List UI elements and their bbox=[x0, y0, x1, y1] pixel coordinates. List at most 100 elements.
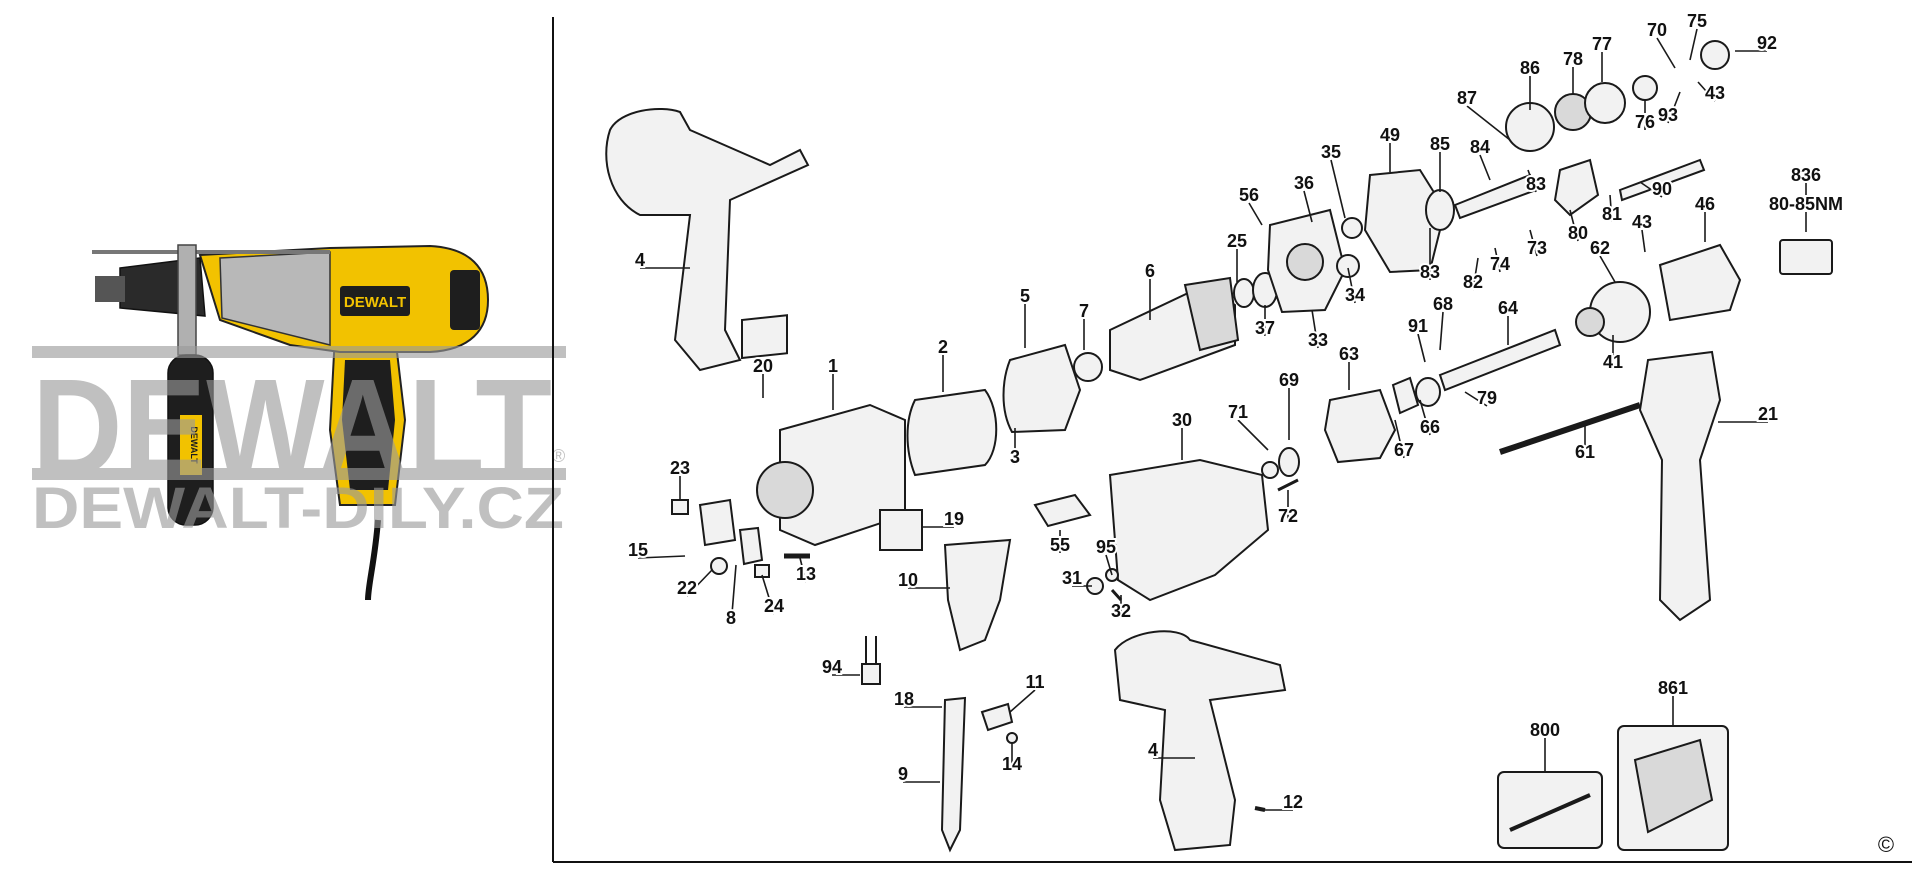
copyright-mark: © bbox=[1878, 832, 1894, 857]
part-number-p8085: 80-85NM bbox=[1769, 194, 1843, 214]
watermark-registered: ® bbox=[552, 446, 565, 466]
part-number-p69: 69 bbox=[1279, 370, 1299, 390]
part-number-p15: 15 bbox=[628, 540, 648, 560]
part-number-p20: 20 bbox=[753, 356, 773, 376]
part-number-p34: 34 bbox=[1345, 285, 1365, 305]
part-number-p32: 32 bbox=[1111, 601, 1131, 621]
watermark: DEWALT ® DEWALT-DILY.CZ bbox=[32, 346, 566, 541]
part-number-p70: 70 bbox=[1647, 20, 1667, 40]
part-number-p82: 82 bbox=[1463, 272, 1483, 292]
part-number-p91: 91 bbox=[1408, 316, 1428, 336]
part-number-p83b: 83 bbox=[1526, 174, 1546, 194]
part-number-p5: 5 bbox=[1020, 286, 1030, 306]
part-number-p94: 94 bbox=[822, 657, 842, 677]
part-number-p95: 95 bbox=[1096, 537, 1116, 557]
callout-leader-p35 bbox=[1330, 159, 1346, 219]
part-number-p56: 56 bbox=[1239, 185, 1259, 205]
callout-leader-p93 bbox=[1667, 91, 1681, 124]
callout-leader-p71 bbox=[1237, 419, 1269, 451]
part-number-p85: 85 bbox=[1430, 134, 1450, 154]
callout-leader-p80 bbox=[1569, 209, 1579, 242]
callout-leader-p24 bbox=[761, 574, 775, 615]
part-number-p79: 79 bbox=[1477, 388, 1497, 408]
part-number-p11: 11 bbox=[1025, 672, 1044, 692]
callout-leader-p75 bbox=[1689, 28, 1698, 61]
part-number-p78: 78 bbox=[1563, 49, 1583, 69]
callout-leader-p34 bbox=[1347, 267, 1356, 304]
handle-badge: DEWALT bbox=[189, 426, 199, 464]
callout-leader-p8 bbox=[730, 564, 737, 627]
part-number-p35: 35 bbox=[1321, 142, 1341, 162]
callout-leader-p87 bbox=[1466, 105, 1511, 141]
part-number-p84: 84 bbox=[1470, 137, 1490, 157]
parts-artwork bbox=[605, 40, 1833, 853]
part-number-p67: 67 bbox=[1394, 440, 1414, 460]
callout-leader-p81 bbox=[1609, 194, 1613, 223]
drill-badge: DEWALT bbox=[344, 294, 406, 311]
part-number-p23: 23 bbox=[670, 458, 690, 478]
part-number-p66: 66 bbox=[1420, 417, 1440, 437]
part-number-p81: 81 bbox=[1602, 204, 1622, 224]
part-number-p18: 18 bbox=[894, 689, 914, 709]
part-number-p10: 10 bbox=[898, 570, 918, 590]
callout-leader-p33 bbox=[1311, 309, 1319, 349]
callout-leader-p84 bbox=[1479, 154, 1491, 181]
part-number-p7: 7 bbox=[1079, 301, 1089, 321]
callout-leader-p56 bbox=[1248, 202, 1263, 226]
part-number-p25: 25 bbox=[1227, 231, 1247, 251]
callout-leader-p66 bbox=[1419, 399, 1431, 436]
callout-leader-p83b bbox=[1527, 169, 1537, 193]
part-number-p72: 72 bbox=[1278, 506, 1298, 526]
part-number-p76: 76 bbox=[1635, 112, 1655, 132]
part-number-p836: 836 bbox=[1791, 165, 1821, 185]
part-number-p71: 71 bbox=[1228, 402, 1248, 422]
callout-leader-p74 bbox=[1494, 247, 1501, 273]
part-number-p2: 2 bbox=[938, 337, 948, 357]
part-number-p36: 36 bbox=[1294, 173, 1314, 193]
part-number-p24: 24 bbox=[764, 596, 784, 616]
part-number-p77: 77 bbox=[1592, 34, 1612, 54]
part-number-p4b: 4 bbox=[1148, 740, 1158, 760]
part-number-p9: 9 bbox=[898, 764, 908, 784]
part-number-p19: 19 bbox=[944, 509, 964, 529]
part-number-p41: 41 bbox=[1603, 352, 1623, 372]
part-number-p21: 21 bbox=[1758, 404, 1778, 424]
callout-leader-p15 bbox=[637, 555, 686, 559]
part-number-p14: 14 bbox=[1002, 754, 1022, 774]
callout-leader-p11 bbox=[1009, 689, 1036, 713]
part-number-p13: 13 bbox=[796, 564, 816, 584]
callout-leader-p13 bbox=[799, 557, 807, 583]
part-number-p43a: 43 bbox=[1705, 83, 1725, 103]
part-number-p64: 64 bbox=[1498, 298, 1518, 318]
part-number-p49: 49 bbox=[1380, 125, 1400, 145]
part-number-p68: 68 bbox=[1433, 294, 1453, 314]
part-number-p30: 30 bbox=[1172, 410, 1192, 430]
part-number-p61: 61 bbox=[1575, 442, 1595, 462]
part-number-p22: 22 bbox=[677, 578, 697, 598]
watermark-url: DEWALT-DILY.CZ bbox=[32, 476, 564, 541]
part-number-p55: 55 bbox=[1050, 535, 1070, 555]
part-number-p43b: 43 bbox=[1632, 212, 1652, 232]
callout-leader-p79 bbox=[1464, 391, 1488, 407]
part-number-p87: 87 bbox=[1457, 88, 1477, 108]
part-number-p6: 6 bbox=[1145, 261, 1155, 281]
part-number-p3: 3 bbox=[1010, 447, 1020, 467]
part-number-p37: 37 bbox=[1255, 318, 1275, 338]
callout-leader-p43a bbox=[1697, 81, 1716, 102]
callout-leader-p90 bbox=[1639, 181, 1663, 198]
part-number-p12: 12 bbox=[1283, 792, 1303, 812]
callout-leader-p22 bbox=[686, 569, 713, 597]
callout-leader-p68 bbox=[1439, 311, 1444, 351]
callout-leader-p43b bbox=[1641, 229, 1646, 253]
part-number-p83a: 83 bbox=[1420, 262, 1440, 282]
callout-leader-p70 bbox=[1656, 37, 1676, 69]
callout-leader-p36 bbox=[1303, 190, 1313, 223]
part-number-p63: 63 bbox=[1339, 344, 1359, 364]
part-number-p8: 8 bbox=[726, 608, 736, 628]
part-number-p80: 80 bbox=[1568, 223, 1588, 243]
callout-leader-p67 bbox=[1394, 419, 1405, 459]
callout-leader-p62 bbox=[1599, 255, 1616, 283]
part-number-p62: 62 bbox=[1590, 238, 1610, 258]
